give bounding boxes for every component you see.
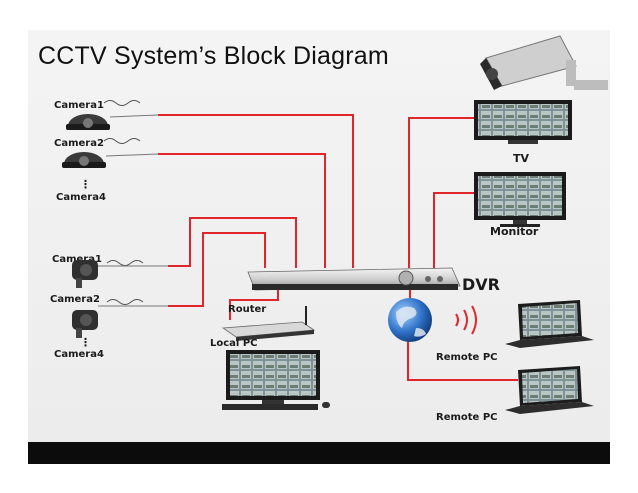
diagram-title: CCTV System’s Block Diagram xyxy=(38,42,389,70)
local-pc-icon xyxy=(222,350,330,410)
link-dvr-monitor xyxy=(433,192,474,268)
link-bullet2-dvr xyxy=(168,232,266,307)
remote-pc-label: Remote PC xyxy=(436,352,497,363)
cctv-camera-icon xyxy=(480,35,608,90)
bullet-camera-icon xyxy=(72,305,168,338)
router-label: Router xyxy=(228,304,266,315)
local-pc-label: Local PC xyxy=(210,338,258,349)
dome-camera-icon xyxy=(66,114,159,130)
camera-label: Camera4 xyxy=(54,349,104,360)
monitor-label: Monitor xyxy=(490,225,539,238)
camera-label: Camera2 xyxy=(50,294,100,305)
cable-wire xyxy=(103,100,141,106)
cable-wire xyxy=(106,260,144,266)
bottom-bar xyxy=(28,442,610,464)
cable-wire xyxy=(103,138,141,144)
camera-label: Camera1 xyxy=(52,254,102,265)
ellipsis: ⋮ xyxy=(80,336,91,349)
camera-group-bullet: Camera1 Camera2 ⋮ Camera4 xyxy=(50,254,168,360)
camera-label: Camera2 xyxy=(54,138,104,149)
connection-lines xyxy=(158,114,518,381)
camera-label: Camera4 xyxy=(56,192,106,203)
bullet-camera-icon xyxy=(72,260,168,288)
monitor-icon xyxy=(474,172,566,227)
cable-wire xyxy=(106,299,144,305)
link-dvr-router xyxy=(229,288,279,320)
globe-icon xyxy=(388,298,432,342)
wireless-signal-icon xyxy=(455,305,477,335)
link-camera1-dvr xyxy=(158,114,354,268)
tv-icon xyxy=(474,100,572,144)
dvr-label: DVR xyxy=(462,275,500,294)
camera-group-dome: Camera1 Camera2 ⋮ Camera4 xyxy=(54,100,159,203)
router-icon xyxy=(221,306,316,341)
remote-pc-label: Remote PC xyxy=(436,412,497,423)
link-camera2-dvr xyxy=(158,153,326,268)
dvr-icon xyxy=(247,267,461,291)
link-dvr-tv xyxy=(408,117,474,268)
camera-label: Camera1 xyxy=(54,100,104,111)
laptop-icon xyxy=(505,366,594,414)
laptop-icon xyxy=(505,300,594,348)
tv-label: TV xyxy=(513,152,530,165)
ellipsis: ⋮ xyxy=(80,178,91,191)
dome-camera-icon xyxy=(62,152,159,168)
link-globe-remote xyxy=(407,335,518,381)
link-bullet1-dvr xyxy=(168,217,297,268)
